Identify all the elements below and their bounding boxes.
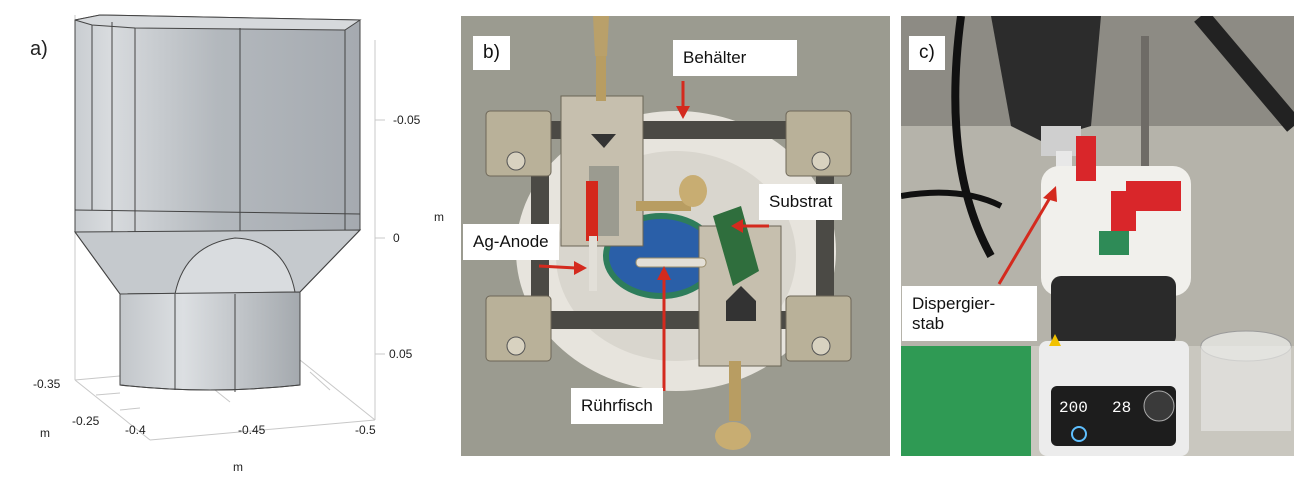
label-dispergierstab-line1: Dispergier- [912,294,996,313]
tick-right-1: -0.05 [393,113,421,127]
dispersing-setup-illustration [901,16,1294,456]
upper-body [74,14,361,237]
tick-bottom-2: -0.45 [238,423,266,437]
label-substrat: Substrat [759,184,843,220]
label-ag-anode: Ag-Anode [463,224,559,260]
panel-b-photo: b) Behälter Substrat Ag-Anode Rührfisch [461,16,890,456]
panel-c-letter: c) [909,36,945,70]
display-left-value: 200 [1059,399,1088,417]
panel-c-photo: 200 28 c) Dispergier- stab [901,16,1294,456]
label-dispergierstab: Dispergier- stab [902,286,1037,342]
tick-right-3: 0.05 [389,347,413,361]
tick-right-2: 0 [393,231,400,245]
panel-b-letter: b) [473,36,510,70]
label-dispergierstab-line2: stab [912,313,945,333]
panel-b-arrows [538,81,769,391]
lower-cylinder [119,291,301,391]
unit-left: m [40,426,50,440]
cad-model-figure [74,14,385,441]
panel-a-letter: a) [30,38,48,60]
unit-bottom: m [233,460,243,474]
unit-right: m [434,210,444,224]
tick-left-2: -0.25 [72,414,100,428]
tick-bottom-1: -0.4 [125,423,146,437]
tick-left-1: -0.35 [33,377,61,391]
panel-c-arrow [997,186,1057,285]
setup-topview-illustration [461,16,890,456]
label-ruehrfisch: Rührfisch [571,388,663,424]
label-behaelter: Behälter [673,40,797,76]
display-right-value: 28 [1112,399,1132,417]
tick-bottom-3: -0.5 [355,423,376,437]
panel-a-3d-model: a) -0.05 m 0 0.05 -0.35 -0.25 m -0.4 -0.… [0,0,452,474]
